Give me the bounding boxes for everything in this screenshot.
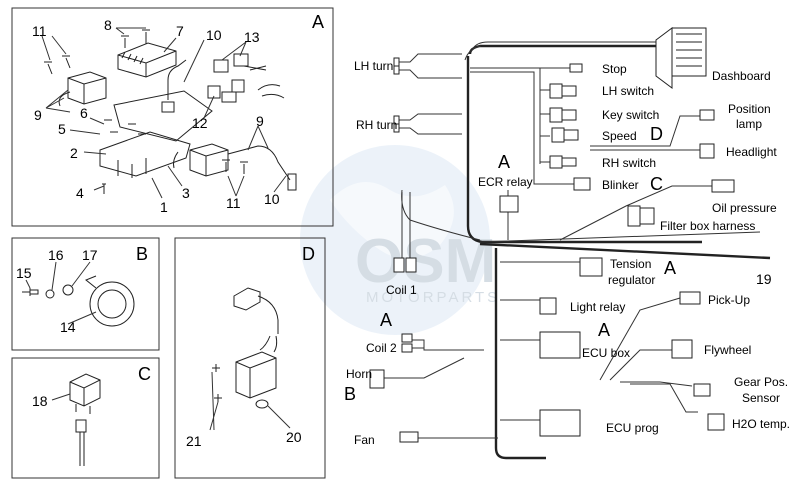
panel-a-num-12: 12 [192,115,208,131]
label-lh-turn: LH turn [354,59,393,73]
label-position-lamp-2: lamp [736,117,762,131]
harness-wiring [369,27,771,460]
label-oil-pressure: Oil pressure [712,201,777,215]
label-key-switch: Key switch [602,108,659,122]
panel-a-letter: A [312,12,324,32]
panel-b-num-17: 17 [82,247,98,263]
ref-coil-2: A [380,310,392,330]
panel-a-num-6: 6 [80,105,88,121]
label-ecr-relay: ECR relay [478,175,533,189]
label-position-lamp-1: Position [728,102,771,116]
label-filter-box-harness: Filter box harness [660,219,755,233]
panel-c-num-18: 18 [32,393,48,409]
panel-c-frame [11,357,160,479]
panel-d-num-21: 21 [186,433,202,449]
label-tension-regulator-2: regulator [608,273,655,287]
panel-a-parts [41,27,297,199]
panel-d-parts [209,287,291,431]
panel-d-letter: D [302,244,315,264]
label-rh-switch: RH switch [602,156,656,170]
panel-a-num-11a: 11 [32,23,47,39]
panel-a-num-9a: 9 [34,107,42,123]
panel-a-num-9b: 9 [256,113,264,129]
panel-a-num-11b: 11 [226,195,241,211]
panel-b-num-14: 14 [60,319,76,335]
panel-d-frame [174,237,326,479]
watermark-sub: MOTORPARTS [366,289,500,306]
label-tension-regulator-1: Tension [610,257,651,271]
label-lh-switch: LH switch [602,84,654,98]
panel-a-num-5: 5 [58,121,66,137]
label-rh-turn: RH turn [356,118,397,132]
label-flywheel: Flywheel [704,343,751,357]
label-dashboard: Dashboard [712,69,771,83]
panel-a-num-2: 2 [70,145,78,161]
label-stop: Stop [602,62,627,76]
label-fan: Fan [354,433,375,447]
watermark-brand: OSM [355,227,496,296]
panel-a-num-10b: 10 [264,191,280,207]
panel-b-num-16: 16 [48,247,64,263]
ref-position-lamp: D [650,124,663,144]
label-headlight: Headlight [726,145,777,159]
panel-a-num-7: 7 [176,23,184,39]
ref-blinker: C [650,174,663,194]
panel-a-num-8: 8 [104,17,112,33]
panel-a-frame [11,7,334,227]
label-coil-2: Coil 2 [366,341,397,355]
panel-b-frame [11,237,160,351]
ref-ecu-box: A [598,320,610,340]
num-19: 19 [756,271,772,287]
ref-tension-regulator: A [664,258,676,278]
panel-a-num-13: 13 [244,29,260,45]
label-gear-pos-1: Gear Pos. [734,375,788,389]
panel-b-parts [22,261,135,327]
panel-a-num-1: 1 [160,199,168,215]
panel-b-letter: B [136,244,148,264]
label-blinker: Blinker [602,178,639,192]
panel-c-letter: C [138,364,151,384]
panel-a-num-3: 3 [182,185,190,201]
label-h2o-temp: H2O temp. [732,417,790,431]
label-gear-pos-2: Sensor [742,391,780,405]
panel-a-num-4: 4 [76,185,84,201]
watermark: OSM MOTORPARTS [300,145,500,335]
panel-a-num-10a: 10 [206,27,222,43]
panel-d-num-20: 20 [286,429,302,445]
panel-b-num-15: 15 [16,265,32,281]
label-speed: Speed [602,129,637,143]
label-horn: Horn [346,367,372,381]
label-light-relay: Light relay [570,300,625,314]
ref-ecr-relay: A [498,152,510,172]
label-pick-up: Pick-Up [708,293,750,307]
label-coil-1: Coil 1 [386,283,417,297]
panel-c-parts [51,373,101,466]
label-ecu-prog: ECU prog [606,421,659,435]
label-ecu-box: ECU box [582,346,630,360]
ref-horn: B [344,384,356,404]
